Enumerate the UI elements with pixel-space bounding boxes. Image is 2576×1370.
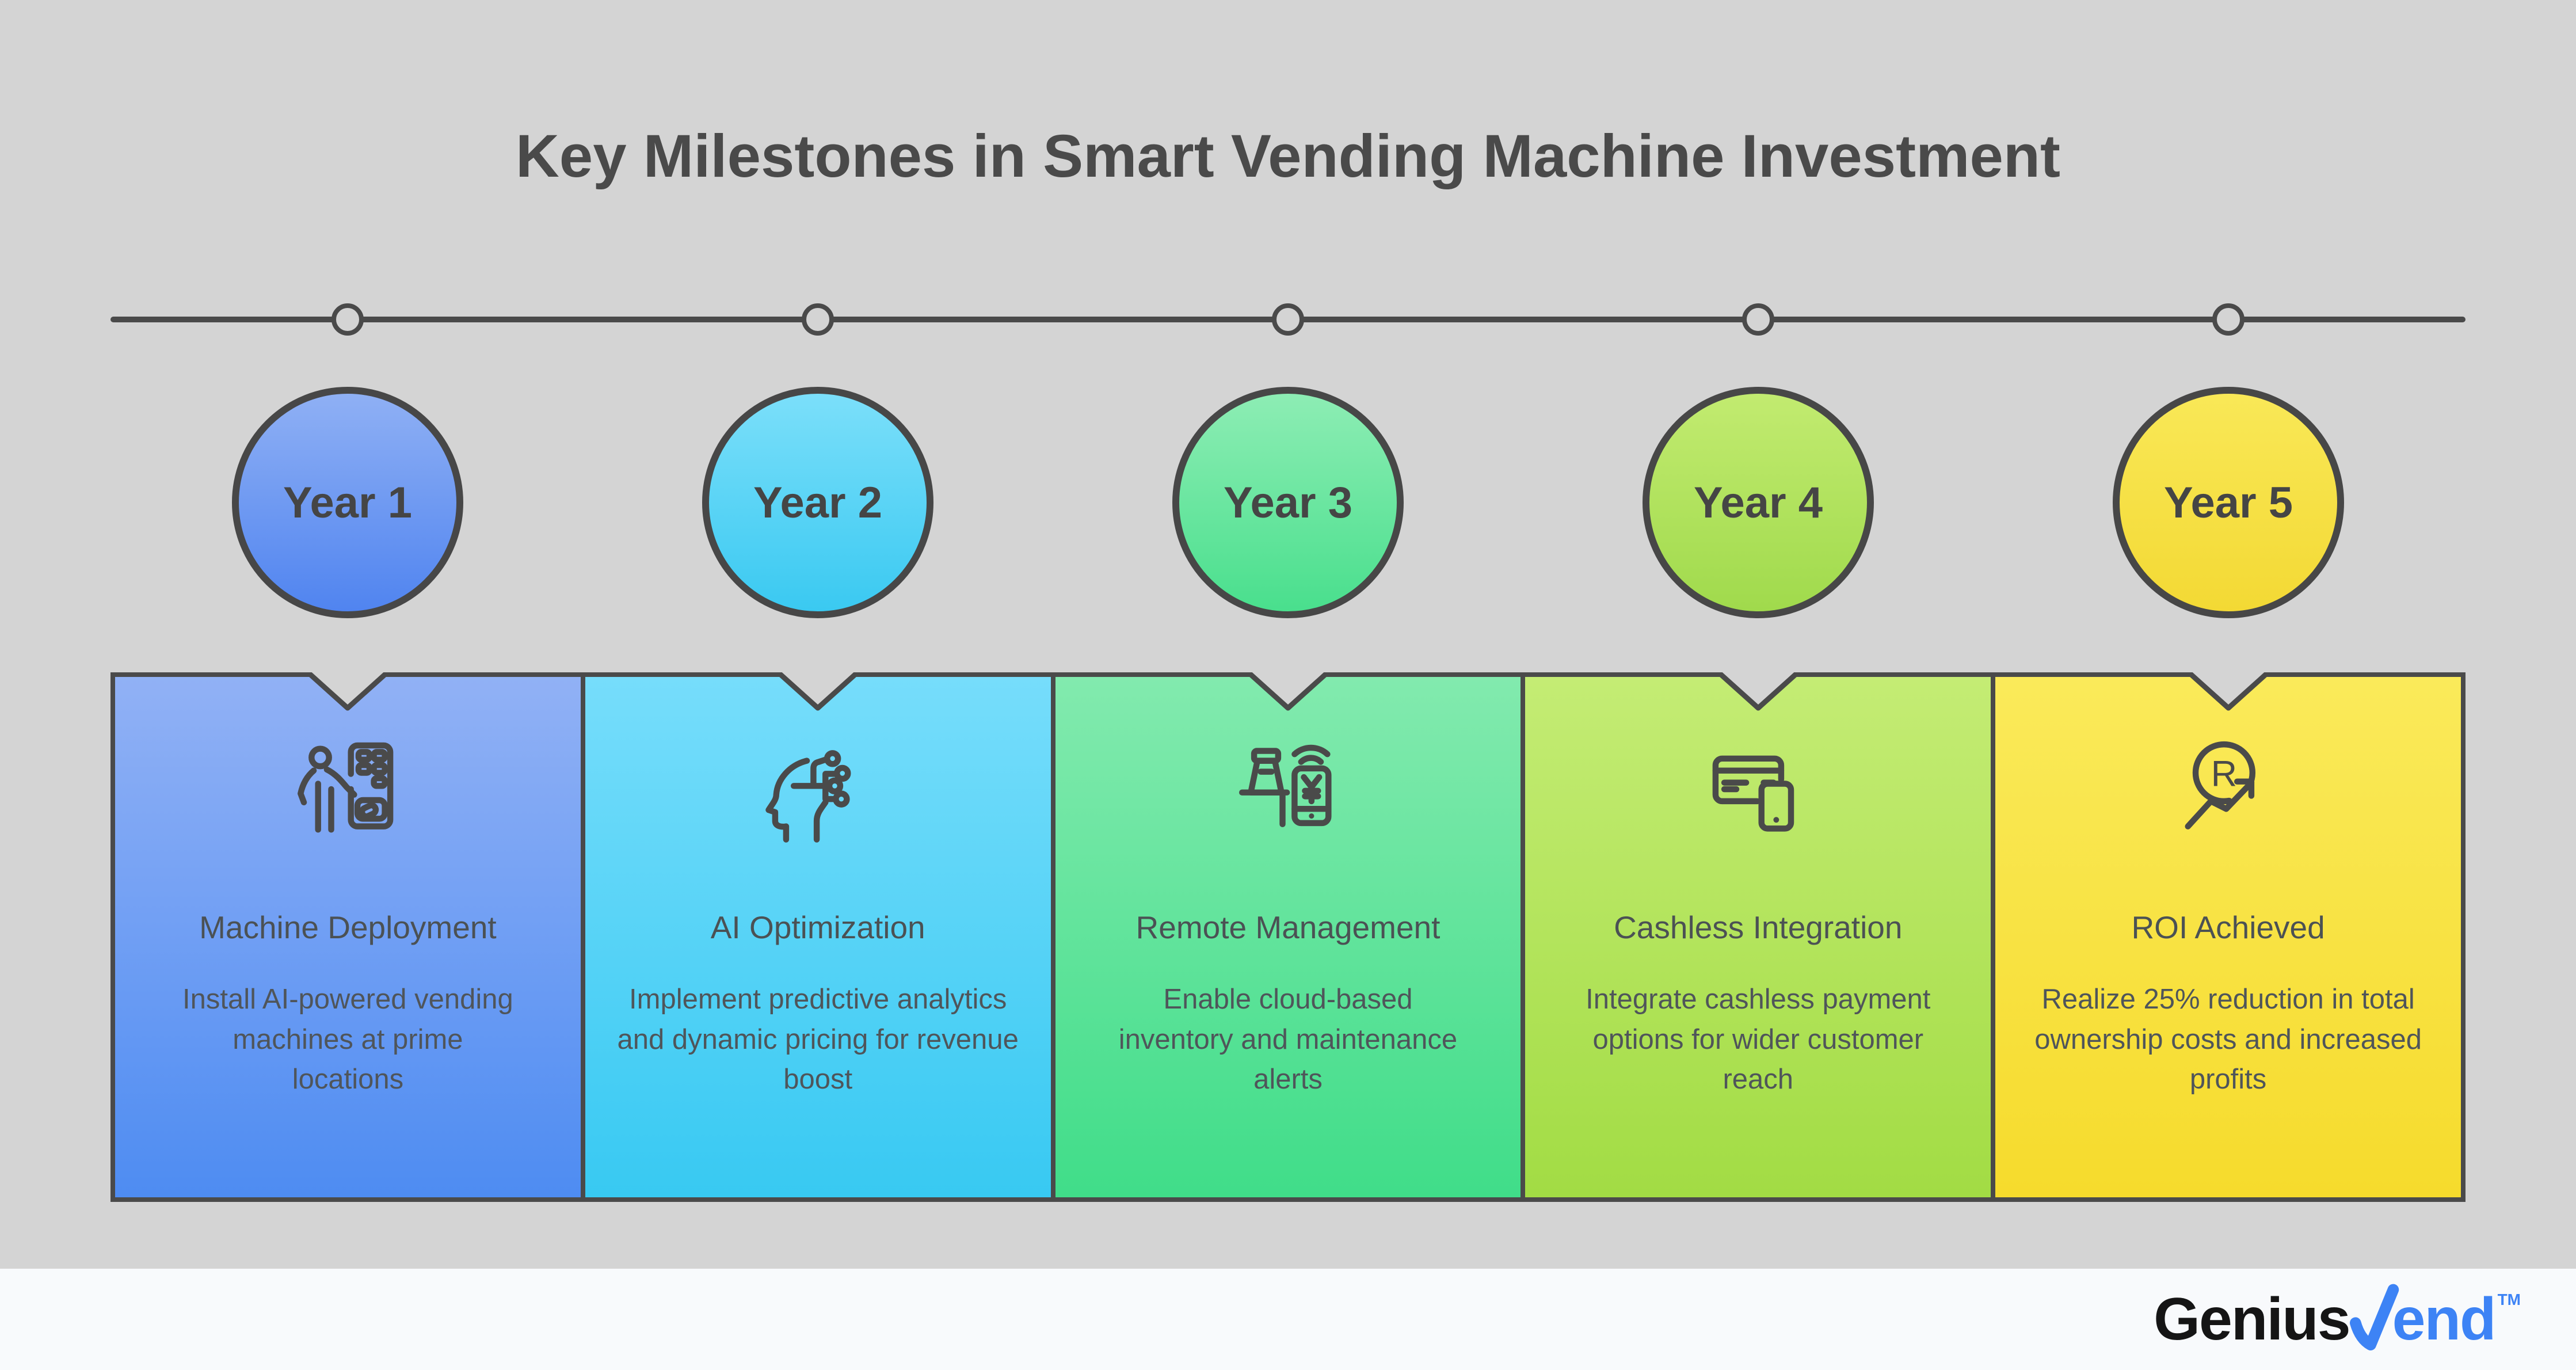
card-title: ROI Achieved — [2131, 909, 2325, 945]
roi-letter: R — [2211, 753, 2236, 794]
footer-bar: Genius end TM — [0, 1269, 2576, 1370]
year-5-circle: Year 5 — [2113, 387, 2344, 618]
notch-arrow-icon — [2186, 672, 2271, 711]
card-description: Implement predictive analytics and dynam… — [617, 984, 1019, 1095]
year-3-circle: Year 3 — [1172, 387, 1404, 618]
trademark-symbol: TM — [2497, 1291, 2521, 1308]
ai-head-circuit-icon — [765, 750, 851, 843]
card-roi-achieved: R ROI Achieved Realize 25% reduction in … — [1991, 672, 2461, 1197]
year-4-label: Year 4 — [1694, 478, 1823, 527]
logo-text-end: end — [2392, 1285, 2497, 1353]
milestone-cards-row: Machine Deployment Install AI-powered ve… — [110, 672, 2466, 1202]
roi-growth-arrow-icon: R — [2185, 741, 2255, 829]
year-2-label: Year 2 — [753, 478, 882, 527]
card-description: Install AI-powered vending machines at p… — [182, 984, 513, 1095]
year-2-circle: Year 2 — [702, 387, 933, 618]
timeline-node-year-5 — [2212, 303, 2245, 336]
year-3-label: Year 3 — [1224, 478, 1352, 527]
person-vending-machine-icon — [298, 742, 394, 833]
card-machine-deployment: Machine Deployment Install AI-powered ve… — [115, 672, 581, 1197]
card-description: Realize 25% reduction in total ownership… — [2034, 984, 2422, 1095]
logo-text-genius: Genius — [2154, 1285, 2351, 1353]
card-description: Enable cloud-based inventory and mainten… — [1118, 984, 1458, 1095]
year-1-circle: Year 1 — [232, 387, 463, 618]
card-title: AI Optimization — [710, 909, 925, 945]
credit-card-phone-icon — [1712, 755, 1794, 832]
timeline-node-year-4 — [1742, 303, 1774, 336]
notch-arrow-icon — [775, 672, 860, 711]
kiosk-phone-wifi-icon — [1239, 744, 1332, 828]
timeline-node-year-2 — [802, 303, 834, 336]
timeline-node-year-3 — [1272, 303, 1304, 336]
card-title: Cashless Integration — [1614, 909, 1903, 945]
card-description: Integrate cashless payment options for w… — [1586, 984, 1931, 1095]
card-title: Remote Management — [1135, 909, 1441, 945]
notch-arrow-icon — [305, 672, 390, 711]
checkmark-icon — [2349, 1284, 2399, 1351]
notch-arrow-icon — [1716, 672, 1801, 711]
page-title: Key Milestones in Smart Vending Machine … — [515, 123, 2060, 190]
timeline-node-year-1 — [331, 303, 364, 336]
card-remote-management: Remote Management Enable cloud-based inv… — [1050, 672, 1521, 1197]
card-title: Machine Deployment — [199, 909, 497, 945]
card-cashless-integration: Cashless Integration Integrate cashless … — [1521, 672, 1991, 1197]
card-ai-optimization: AI Optimization Implement predictive ana… — [580, 672, 1051, 1197]
year-5-label: Year 5 — [2164, 478, 2293, 527]
notch-arrow-icon — [1245, 672, 1331, 711]
year-1-label: Year 1 — [283, 478, 412, 527]
geniusvend-logo: Genius end TM — [2154, 1284, 2521, 1355]
year-4-circle: Year 4 — [1643, 387, 1874, 618]
